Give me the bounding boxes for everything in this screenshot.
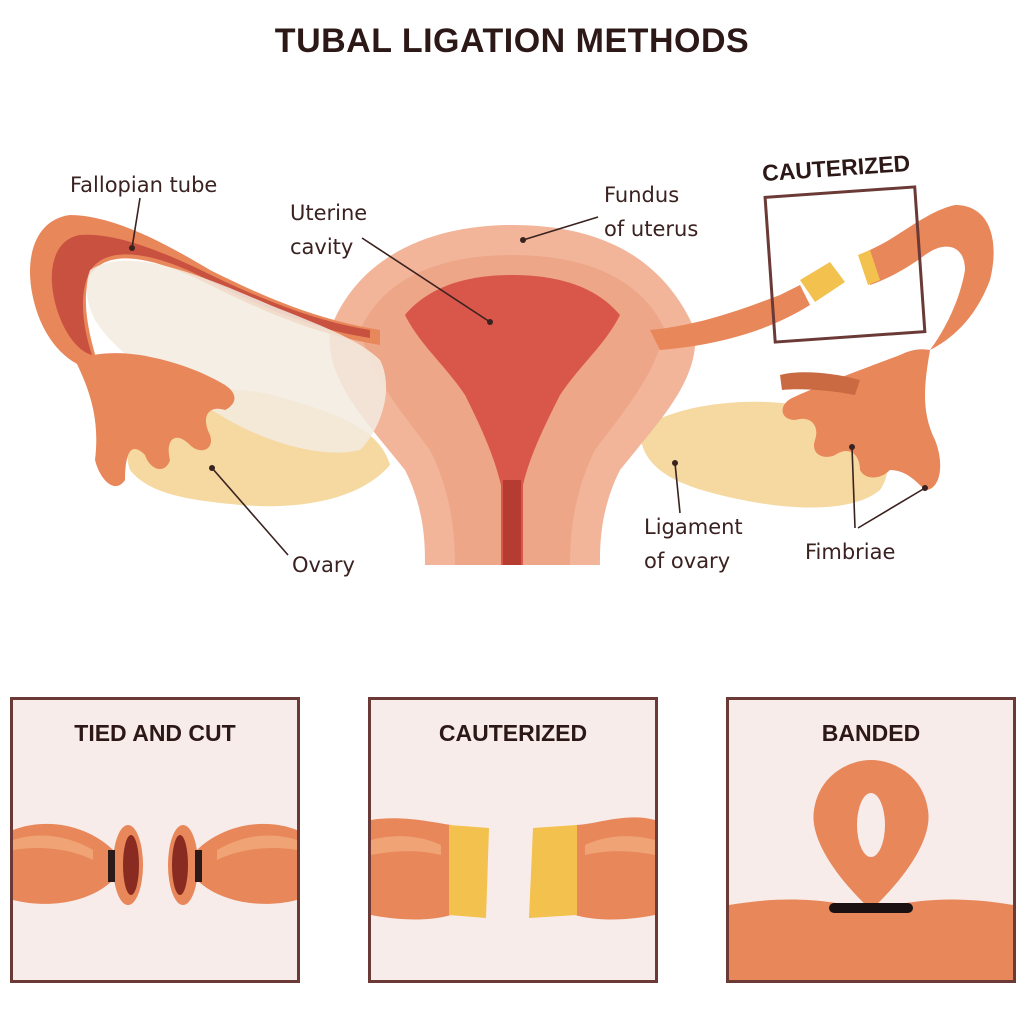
- cauterized-illustration: [371, 817, 655, 920]
- band: [829, 903, 913, 913]
- left-fimbriae: [75, 353, 235, 487]
- banded-illustration: [729, 760, 1013, 980]
- label-uterine-cavity-line1: Uterine: [290, 201, 368, 225]
- uterine-cavity: [405, 275, 620, 565]
- right-fimbriae: [782, 349, 941, 490]
- cauterized-inset-box: [763, 185, 927, 344]
- panel-title: BANDED: [821, 720, 921, 746]
- panel-cauterized: CAUTERIZED: [368, 697, 658, 983]
- page-title: TUBAL LIGATION METHODS: [274, 22, 750, 60]
- label-fallopian-tube: Fallopian tube: [70, 173, 218, 197]
- label-fimbriae: Fimbriae: [805, 540, 896, 564]
- panel-title: TIED AND CUT: [74, 720, 236, 746]
- label-fundus-line1: Fundus: [604, 183, 680, 207]
- label-fundus-line2: of uterus: [604, 217, 699, 241]
- tied-and-cut-illustration: [13, 823, 297, 905]
- panel-banded: BANDED: [726, 697, 1016, 983]
- label-ligament-line2: of ovary: [644, 549, 731, 573]
- uterus-diagram: [30, 185, 994, 565]
- right-fallopian-tube: [650, 285, 810, 350]
- label-uterine-cavity-line2: cavity: [290, 235, 354, 259]
- label-ovary: Ovary: [292, 553, 355, 577]
- panel-tied-and-cut: TIED AND CUT: [10, 697, 300, 983]
- label-ligament-line1: Ligament: [644, 515, 743, 539]
- panel-title: CAUTERIZED: [438, 720, 588, 746]
